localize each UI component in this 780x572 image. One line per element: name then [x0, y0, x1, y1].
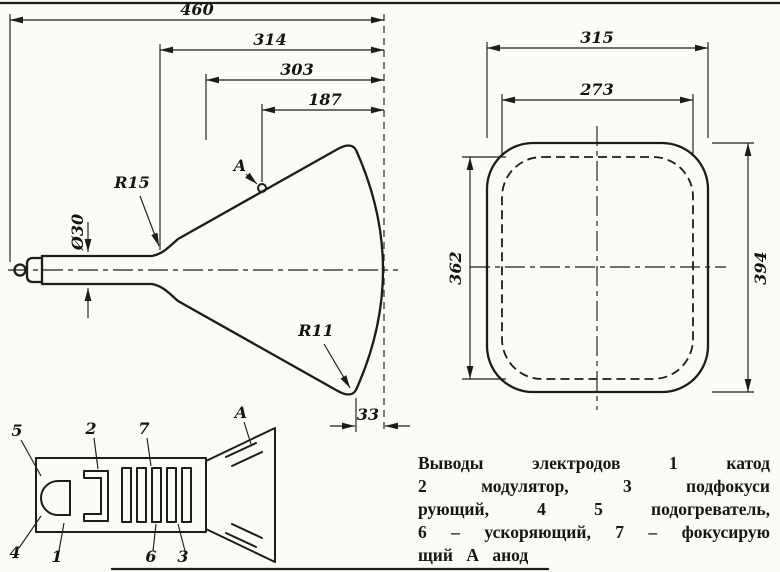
leader-line: [146, 437, 152, 467]
front-view: 315 273 362 394: [446, 28, 770, 410]
side-view: 460 314 303 187 Ø30 R15 R11 A 33: [8, 0, 410, 432]
grid-bar: [181, 467, 192, 523]
anode-label: A: [232, 156, 246, 175]
dim-label-187: 187: [308, 90, 341, 109]
pin-label-a: A: [233, 403, 247, 422]
pin-label-6: 6: [145, 547, 156, 566]
caption-line: рующий, 4 5 подогреватель,: [418, 499, 770, 520]
pin-label-2: 2: [84, 419, 96, 438]
leader-line: [18, 515, 42, 549]
anode-coating-marks: [225, 442, 263, 548]
base-contact: [13, 263, 27, 277]
pin-label-5: 5: [11, 421, 22, 440]
gun-body-outline: [35, 457, 207, 533]
electrode-caption: Выводы электродов 1 катод 2 модулятор, 3…: [418, 452, 770, 567]
gun-base-diagram: 5 2 7 A 4 1 6 3: [9, 403, 276, 566]
dim-label-33: 33: [357, 405, 379, 424]
radius-label-r11: R11: [297, 321, 334, 340]
pin-label-7: 7: [138, 419, 149, 438]
dim-label-362: 362: [446, 251, 465, 284]
dim-label-303: 303: [280, 60, 313, 79]
dim-label-315: 315: [580, 28, 613, 47]
tube-outline: [40, 144, 385, 396]
pin-label-4: 4: [9, 543, 20, 562]
dim-label-394: 394: [751, 251, 770, 284]
base-cap: [25, 256, 44, 284]
caption-line: 6 – ускоряющий, 7 – фокусирую: [418, 522, 770, 543]
dim-label-neck-dia: Ø30: [68, 214, 87, 251]
caption-line: щий А анод: [418, 545, 529, 566]
radius-label-r15: R15: [113, 173, 150, 192]
grid-bar: [136, 467, 147, 523]
grid-bar: [151, 467, 162, 523]
leader-line: [323, 343, 351, 389]
leader-line: [93, 437, 99, 470]
caption-line: 2 модулятор, 3 подфокуси: [418, 476, 770, 497]
leader-line: [243, 421, 252, 445]
caption-line: Выводы электродов 1 катод: [418, 453, 770, 473]
screen-outer-outline: [485, 141, 710, 394]
leader-line: [177, 523, 186, 552]
dim-label-273: 273: [579, 80, 613, 99]
screen-inner-outline: [501, 156, 694, 380]
leader-line: [245, 172, 258, 185]
grid-bar: [121, 467, 132, 523]
pin-label-3: 3: [177, 547, 188, 566]
dim-label-314: 314: [253, 30, 286, 49]
pin-label-1: 1: [51, 547, 62, 566]
cathode-shape: [40, 480, 71, 516]
leader-line: [20, 439, 42, 477]
dim-label-460: 460: [180, 0, 213, 19]
leader-line: [139, 195, 160, 247]
modulator-shape: [83, 470, 109, 522]
leader-line: [152, 523, 157, 552]
grid-bar: [166, 467, 177, 523]
funnel-outline: [205, 427, 276, 563]
anode-button: [257, 183, 267, 193]
leader-line: [58, 522, 65, 552]
